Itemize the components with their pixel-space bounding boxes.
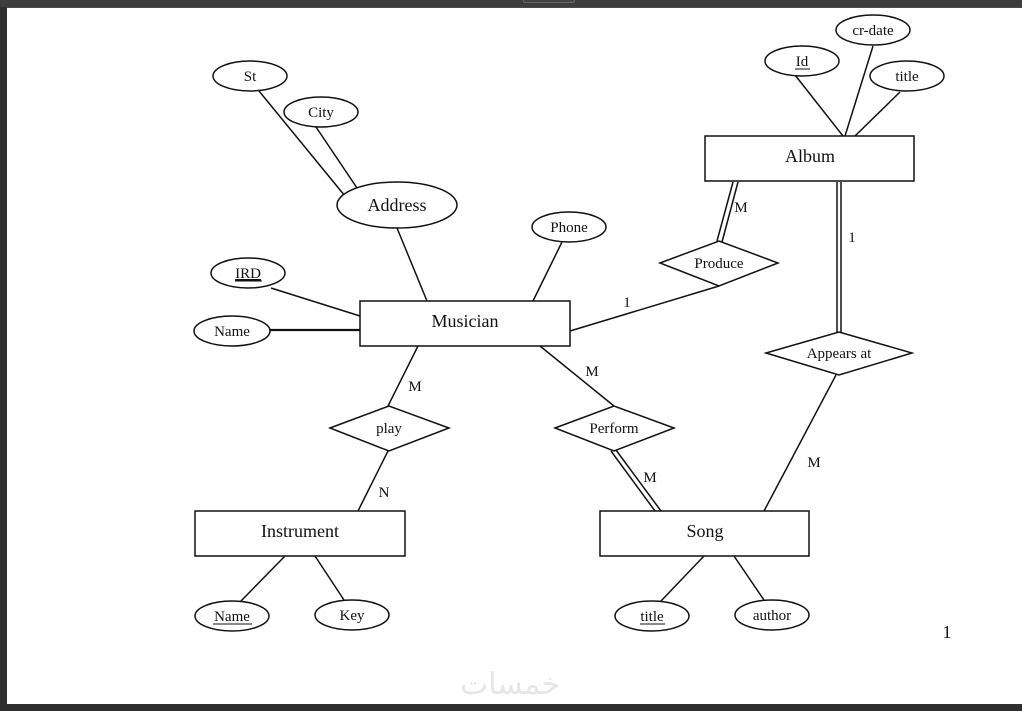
attribute-cr-date[interactable]: cr-date — [835, 14, 911, 46]
entity-song[interactable]: Song — [599, 510, 810, 557]
entity-musician-label: Musician — [432, 311, 499, 331]
attribute-musician-name-label: Name — [214, 324, 250, 340]
attribute-address-label: Address — [368, 195, 427, 215]
attribute-author[interactable]: author — [734, 599, 810, 631]
entity-instrument-label: Instrument — [261, 521, 339, 541]
attribute-musician-name[interactable]: Name — [193, 315, 271, 347]
cardinality-produce-album: M — [734, 200, 747, 216]
relationship-play-label: play — [376, 421, 402, 437]
attribute-key-label: Key — [340, 608, 365, 624]
attribute-phone[interactable]: Phone — [531, 211, 607, 243]
attribute-key[interactable]: Key — [314, 599, 390, 631]
link-song-author — [733, 555, 765, 601]
attribute-song-title-label: title — [640, 609, 664, 625]
link-produce-album-a — [716, 181, 734, 242]
attribute-city[interactable]: City — [283, 96, 359, 128]
cardinality-appears-song: M — [807, 455, 820, 471]
cardinality-play-instrument: N — [379, 485, 390, 501]
link-musician-produce — [569, 285, 720, 332]
attribute-ird-label: IRD — [235, 266, 261, 282]
link-crdate-album — [844, 45, 874, 137]
attribute-address[interactable]: Address — [336, 181, 458, 229]
attribute-st-label: St — [244, 69, 257, 85]
link-song-title — [660, 555, 705, 602]
attribute-instrument-name[interactable]: Name — [194, 600, 270, 632]
cardinality-perform-song: M — [643, 470, 656, 486]
entity-song-label: Song — [686, 521, 723, 541]
attribute-instrument-name-label: Name — [214, 609, 250, 625]
entity-album[interactable]: Album — [704, 135, 915, 182]
link-st-address — [258, 90, 346, 197]
link-city-address — [315, 126, 358, 189]
link-instrument-key — [314, 555, 345, 601]
link-produce-album-b — [721, 181, 739, 243]
link-play-instrument — [357, 450, 389, 512]
cardinality-perform-musician: M — [585, 364, 598, 380]
link-id-album — [794, 74, 844, 137]
relationship-appears-at[interactable]: Appears at — [763, 331, 915, 376]
attribute-album-title[interactable]: title — [869, 60, 945, 92]
relationship-produce-label: Produce — [694, 256, 743, 272]
entity-instrument[interactable]: Instrument — [194, 510, 406, 557]
link-instrument-name — [239, 555, 286, 603]
attribute-phone-label: Phone — [550, 220, 588, 236]
link-perform-song-b — [615, 449, 662, 512]
link-title-album — [854, 91, 901, 137]
document-page: Musician Album Instrument Song Address S… — [7, 8, 1022, 704]
er-diagram: Musician Album Instrument Song Address S… — [193, 14, 952, 642]
attribute-ird[interactable]: IRD — [210, 257, 286, 289]
relationship-play[interactable]: play — [327, 405, 452, 452]
link-appears-song — [763, 374, 837, 512]
attribute-st[interactable]: St — [212, 60, 288, 92]
attribute-album-id-label: Id — [796, 54, 809, 70]
cardinality-produce-musician: 1 — [623, 295, 631, 311]
relationship-produce[interactable]: Produce — [657, 240, 781, 287]
cardinality-appears-album: 1 — [848, 230, 856, 246]
link-ird-musician — [270, 287, 361, 317]
relationship-perform-label: Perform — [589, 421, 638, 437]
link-musician-play — [387, 345, 419, 407]
entity-album-label: Album — [785, 146, 835, 166]
attribute-cr-date-label: cr-date — [852, 23, 894, 39]
link-phone-musician — [532, 241, 563, 302]
viewer-left-edge — [0, 7, 7, 704]
attribute-song-title[interactable]: title — [614, 600, 690, 632]
entity-musician[interactable]: Musician — [359, 300, 571, 347]
attribute-author-label: author — [753, 608, 791, 624]
page-number: 1 — [943, 622, 952, 642]
viewer-top-bar — [0, 0, 1022, 8]
cardinality-play-musician: M — [408, 379, 421, 395]
attribute-city-label: City — [308, 105, 334, 121]
viewer-tab-handle[interactable] — [523, 0, 575, 3]
attribute-album-id[interactable]: Id — [764, 45, 840, 77]
link-address-musician — [396, 227, 428, 302]
relationship-appears-at-label: Appears at — [807, 346, 872, 362]
attribute-album-title-label: title — [895, 69, 919, 85]
link-perform-song-a — [610, 450, 656, 512]
viewer-bottom-bar — [0, 704, 1022, 711]
link-musician-perform — [539, 345, 615, 407]
relationship-perform[interactable]: Perform — [552, 405, 677, 452]
watermark-logo: خمسات — [459, 667, 561, 702]
